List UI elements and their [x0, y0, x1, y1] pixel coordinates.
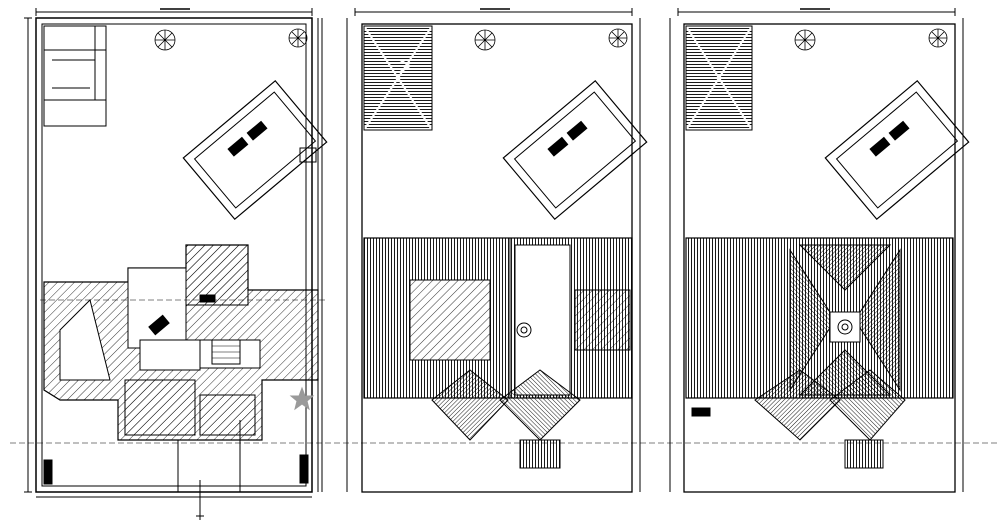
tree-icon: [794, 29, 816, 51]
plan-1-ground-floor: [10, 8, 998, 520]
tree-icon: [928, 28, 948, 48]
plan-2-roof-plan: [346, 8, 648, 493]
tree-icon: [154, 29, 176, 51]
tree-icon: [608, 28, 628, 48]
tree-icon: [474, 29, 496, 51]
north-marker-icon: [289, 386, 315, 411]
tree-icon: [288, 28, 308, 48]
plan-3-roof-plan: [669, 8, 970, 493]
